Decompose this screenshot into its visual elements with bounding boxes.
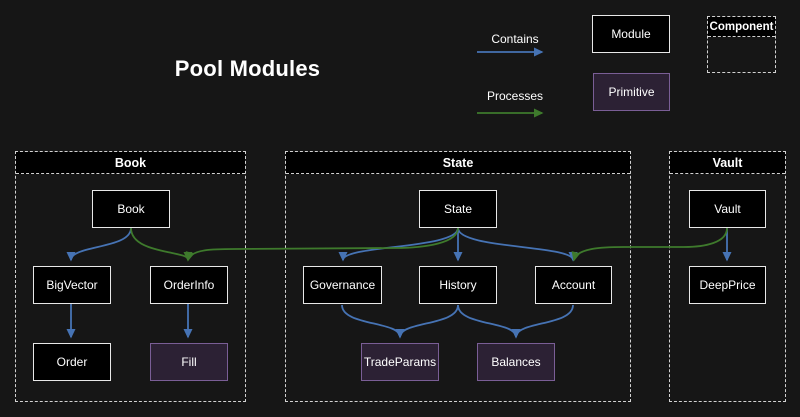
container-vault-title: Vault	[670, 152, 785, 174]
legend-contains-label: Contains	[491, 32, 539, 46]
container-book: Book	[15, 151, 246, 402]
node-fill: Fill	[150, 343, 228, 381]
node-order: Order	[33, 343, 111, 381]
node-account: Account	[535, 266, 612, 304]
legend-module-box: Module	[592, 15, 670, 53]
node-deepprice: DeepPrice	[689, 266, 766, 304]
page-title: Pool Modules	[174, 56, 321, 81]
node-bigvector: BigVector	[33, 266, 111, 304]
node-balances: Balances	[477, 343, 555, 381]
node-governance: Governance	[303, 266, 382, 304]
node-orderinfo: OrderInfo	[150, 266, 228, 304]
node-history: History	[419, 266, 497, 304]
container-state-title: State	[286, 152, 630, 174]
node-vault: Vault	[689, 190, 766, 228]
legend-component-label: Component	[708, 17, 775, 37]
container-vault: Vault	[669, 151, 786, 402]
node-tradeparams: TradeParams	[361, 343, 439, 381]
legend-primitive-box: Primitive	[593, 73, 670, 111]
legend-processes-label: Processes	[486, 89, 544, 103]
node-state: State	[419, 190, 497, 228]
container-book-title: Book	[16, 152, 245, 174]
container-state: State	[285, 151, 631, 402]
legend-component-box: Component	[707, 16, 776, 73]
node-book: Book	[92, 190, 170, 228]
